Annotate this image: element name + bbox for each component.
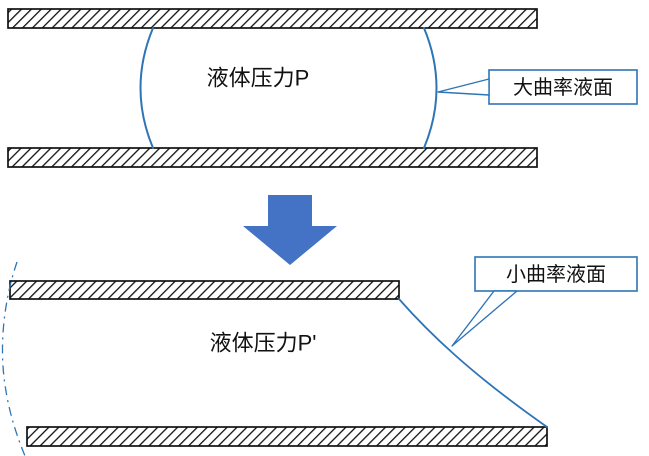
large-curvature-callout-pointer (437, 78, 490, 96)
down-arrow-icon (243, 195, 337, 265)
bottom-figure: 液体压力P' 小曲率液面 (1, 256, 638, 456)
right-meniscus-curve (423, 27, 438, 149)
bottom-pressure-label: 液体压力P' (210, 331, 317, 356)
small-curvature-surface-curve (398, 298, 548, 428)
left-meniscus-curve (139, 27, 154, 149)
small-curvature-callout-label: 小曲率液面 (506, 263, 606, 286)
left-break-dashdot-curve (1, 261, 26, 456)
bottom-figure-lower-plate (26, 426, 548, 447)
top-figure-lower-plate (7, 147, 538, 168)
bottom-figure-upper-plate (9, 280, 400, 300)
top-figure: 液体压力P 大曲率液面 (7, 8, 638, 168)
top-figure-upper-plate (7, 8, 538, 29)
small-curvature-callout-box (474, 256, 638, 292)
small-curvature-callout-pointer (451, 290, 518, 347)
large-curvature-callout-label: 大曲率液面 (513, 76, 613, 99)
top-pressure-label: 液体压力P (207, 66, 310, 91)
